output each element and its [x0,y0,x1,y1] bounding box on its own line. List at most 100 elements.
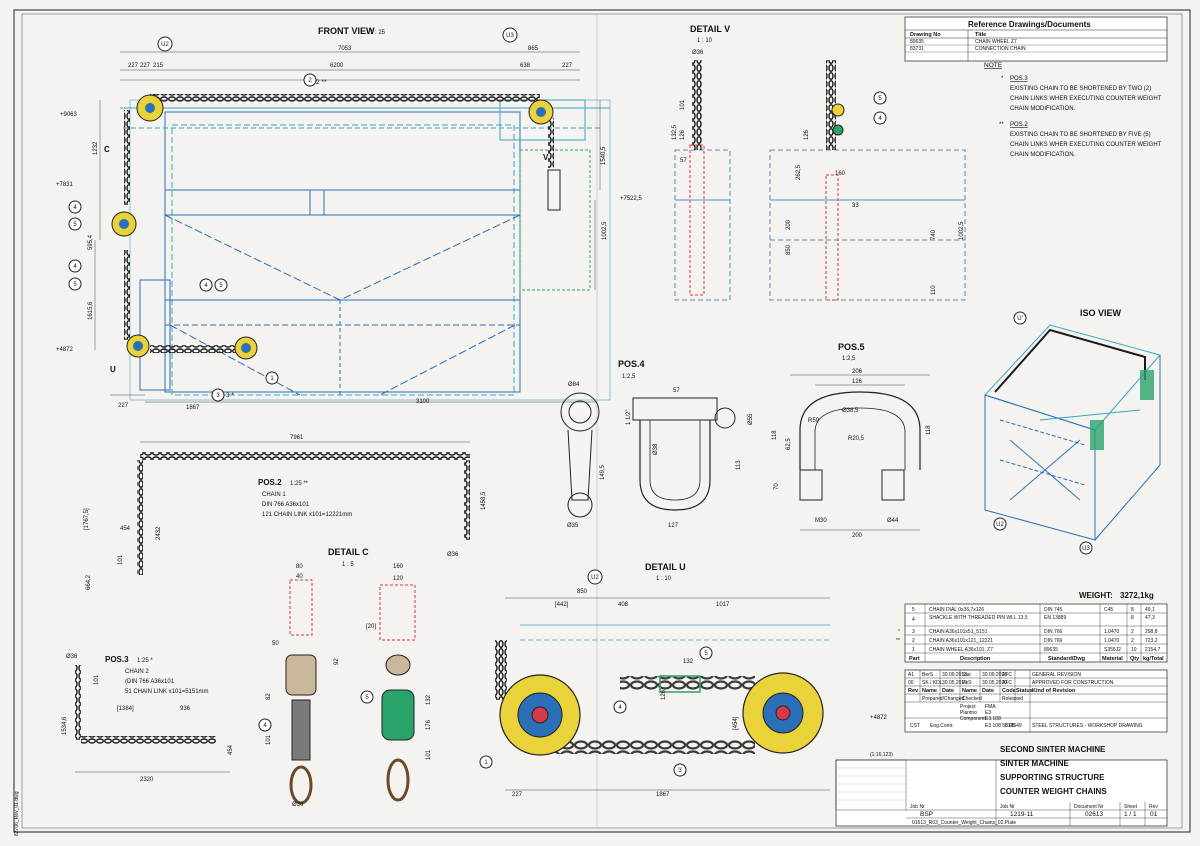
pos2-title: POS.2 [258,478,282,487]
svg-text:EXISTING CHAIN TO BE SHORTENED: EXISTING CHAIN TO BE SHORTENED BY FIVE (… [1010,132,1151,138]
svg-text:Kind of Revision: Kind of Revision [1032,688,1076,694]
dim: [1767,5] [84,508,90,530]
pos4-shackle: POS.4 1:2,5 Ø84 57 1 1/2" Ø38 Ø35 127 14… [560,359,754,529]
pos4-scale: 1:2,5 [622,374,636,380]
dim: 1 1/2" [626,410,632,425]
dim: 120 [393,576,404,582]
pos4-title: POS.4 [618,359,645,369]
dim: 227 [140,63,151,69]
svg-text:CHAIN A36x101x121_12221: CHAIN A36x101x121_12221 [929,638,993,644]
svg-text:C45: C45 [1104,607,1113,613]
dim: 101 [118,554,124,565]
svg-text:1: 1 [912,647,915,653]
dim: 82 [266,693,272,700]
svg-text:DIN 766: DIN 766 [1044,638,1063,644]
svg-text:DIN 766 A36x101: DIN 766 A36x101 [262,502,310,508]
detail-marker: V [543,153,549,162]
dim: [1384] [117,706,134,712]
dim: Ø55 [748,413,754,425]
svg-text:A1: A1 [908,672,914,678]
svg-text:5: 5 [704,651,708,657]
reference-header: Reference Drawings/Documents [968,20,1091,29]
svg-text:Description: Description [960,656,991,662]
svg-text:CONNECTION CHAIN: CONNECTION CHAIN [975,46,1026,52]
pos5-title: POS.5 [838,342,865,352]
dim: 50 [272,641,279,647]
svg-text:4: 4 [912,617,915,623]
svg-text:U3: U3 [1082,546,1090,552]
svg-text:5: 5 [912,607,915,613]
detail-u-scale: 1 : 10 [656,576,672,582]
balloon: 4 [613,700,627,714]
svg-text:Name: Name [922,688,937,694]
pos5-chain-dial: POS.5 1:2,5 206 126 R59 Ø38,5 R20,5 118 … [772,342,932,539]
svg-text:2: 2 [1131,629,1134,635]
svg-text:51 CHAIN LINK x101=5151mm: 51 CHAIN LINK x101=5151mm [125,689,209,695]
svg-text:Project: Project [960,704,976,710]
svg-text:SK / KDL: SK / KDL [922,680,943,686]
title-line: SUPPORTING STRUCTURE [1000,773,1105,782]
dim: 101 [266,734,272,745]
pos2-scale: 1:25 ** [290,481,309,487]
dim: Ø36 [692,50,704,56]
svg-text:Title: Title [975,32,986,38]
dim: R59 [808,418,820,424]
sheet-border [13,9,1191,833]
chain-left-lower [124,250,130,340]
balloon: 4 [873,111,887,125]
svg-text:SHACKLE WITH THREADED PIN WLL: SHACKLE WITH THREADED PIN WLL 13,5 [929,615,1028,621]
svg-text:30.09.2013: 30.09.2013 [942,672,967,678]
svg-text:CHAIN DIAL 0x36,7x126: CHAIN DIAL 0x36,7x126 [929,607,984,613]
dim: 6200 [330,63,344,69]
sheet-inner-border [21,13,1183,829]
svg-text:U3: U3 [506,33,514,39]
svg-text:Rev: Rev [1149,804,1158,810]
svg-text:CHAIN LINKS WHER EXECUTING COU: CHAIN LINKS WHER EXECUTING COUNTER WEIGH… [1010,96,1162,102]
svg-text:83731: 83731 [910,46,924,52]
dim: 200 [786,219,792,230]
balloon: U' [1013,311,1027,325]
svg-text:Status: Status [1016,688,1033,694]
svg-text:49,1: 49,1 [1145,607,1155,613]
svg-text:*: * [898,629,900,635]
detail-c-title: DETAIL C [328,547,369,557]
svg-text:5: 5 [219,283,223,289]
dim: 227 [512,792,523,798]
dim: 3100 [416,399,430,405]
svg-text:Plantno: Plantno [960,710,977,716]
elevation-label: +7522,5 [620,196,643,202]
svg-text:1: 1 [484,760,488,766]
dim: 227 [128,63,139,69]
dim: 936 [180,706,191,712]
svg-text:Name: Name [962,688,977,694]
dim: 638 [520,63,531,69]
svg-text:5: 5 [878,96,882,102]
svg-text:00: 00 [908,680,914,686]
counter-weight [547,169,561,211]
svg-text:BSP: BSP [920,811,933,818]
svg-text:Date: Date [942,688,954,694]
chain-top [150,94,540,102]
svg-text:AFC: AFC [1002,680,1012,686]
reference-table: Reference Drawings/Documents Drawing No … [904,16,1168,62]
dim: 40 [296,574,303,580]
svg-text:4: 4 [878,116,882,122]
svg-text:4: 4 [204,283,208,289]
dim: 215 [153,63,164,69]
svg-text:1219-11: 1219-11 [1010,811,1034,818]
dim: 1867 [656,792,670,798]
svg-text:kg/Total: kg/Total [1143,656,1164,662]
balloon: 2 [303,73,317,87]
dim: [442] [555,602,569,608]
svg-text:3: 3 [912,629,915,635]
dim: Ø84 [568,382,580,388]
dim: M30 [815,518,827,524]
dim: 1017 [716,602,730,608]
svg-text:CHAIN 2: CHAIN 2 [125,669,149,675]
dim: 1458,5 [481,491,487,510]
balloon: 4 [258,718,272,732]
pos5-scale: 1:2,5 [842,356,856,362]
svg-text:723,2: 723,2 [1145,638,1158,644]
svg-text:CHAIN WHEEL A36x101, Z7: CHAIN WHEEL A36x101, Z7 [929,647,993,653]
